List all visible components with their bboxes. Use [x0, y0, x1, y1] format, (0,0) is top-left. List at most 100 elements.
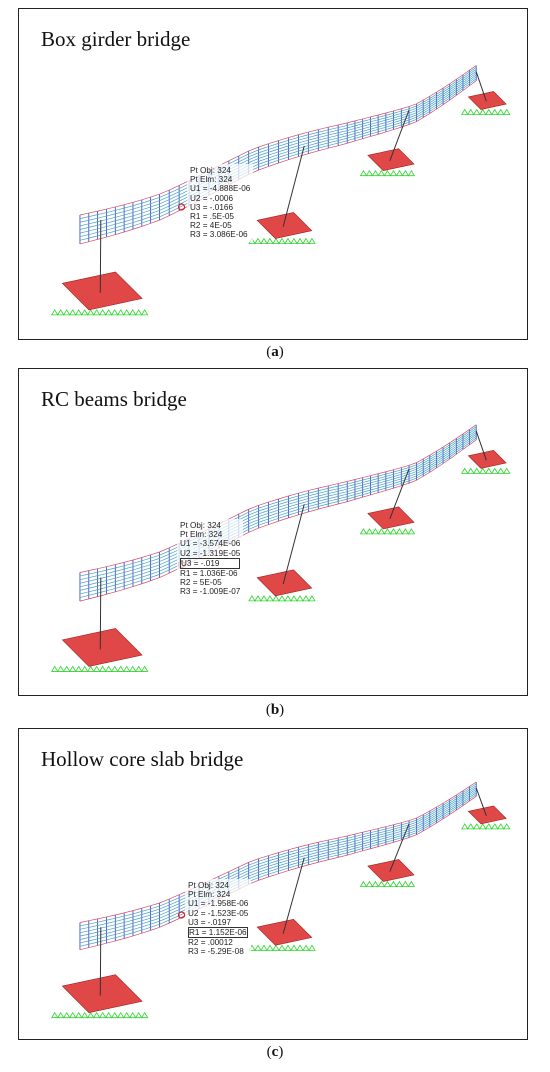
support-mark [389, 169, 398, 177]
readout-line: Pt Obj: 324 [190, 166, 231, 175]
support-mark [503, 823, 511, 830]
support-mark [407, 880, 416, 887]
mesh-line [79, 783, 477, 927]
support-mark [104, 309, 113, 316]
pier [389, 468, 410, 520]
support-mark [467, 823, 475, 830]
support-mark [128, 1011, 137, 1019]
support-mark [74, 1011, 83, 1019]
support-mark [407, 528, 416, 535]
support-icon [50, 665, 149, 672]
support-mark [290, 944, 298, 951]
mesh-line [79, 792, 477, 944]
mesh-line [79, 426, 477, 577]
support-mark [122, 665, 131, 672]
support-mark [467, 108, 475, 115]
readout-line: U1 = -1.958E-06 [188, 899, 249, 909]
support-mark [473, 108, 481, 115]
support-mark [272, 595, 280, 602]
support-mark [98, 309, 107, 316]
point-readout: Pt Obj: 324 Pt Elm: 324 U1 = -3.574E-06 … [177, 519, 244, 599]
pier [282, 504, 305, 585]
readout-line: U2 = -1.523E-05 [188, 908, 249, 918]
mesh-line [79, 785, 477, 930]
support-mark [92, 1011, 101, 1019]
support-mark [284, 944, 292, 951]
support-mark [98, 1011, 107, 1019]
pier [475, 430, 487, 461]
panel-rc-beams: RC beams bridge Pt Obj: 324 Pt Elm: 324 … [18, 368, 528, 696]
support-mark [302, 944, 310, 951]
support-mark [401, 880, 410, 887]
support-mark [92, 665, 101, 672]
support-mark [140, 309, 149, 316]
footing [256, 212, 313, 239]
readout-line: U2 = -1.319E-05 [180, 548, 241, 558]
point-readout: Pt Obj: 324 Pt Elm: 324 U1 = -1.958E-06 … [185, 879, 252, 959]
mesh-line [79, 67, 477, 219]
support-mark [74, 665, 83, 672]
support-mark [68, 1011, 77, 1019]
support-mark [377, 880, 386, 887]
support-mark [383, 880, 392, 887]
support-mark [296, 944, 304, 951]
support-mark [467, 467, 475, 474]
mesh-line [79, 424, 477, 573]
support-mark [395, 528, 404, 535]
support-mark [50, 1011, 59, 1019]
support-mark [395, 880, 404, 887]
readout-line: Pt Obj: 324 [188, 881, 229, 890]
support-mark [278, 237, 286, 244]
support-mark [503, 108, 511, 115]
support-mark [56, 1011, 65, 1019]
support-icon [461, 823, 511, 830]
readout-line: R3 = -5.29E-08 [188, 947, 244, 957]
support-mark [80, 309, 89, 316]
selected-point-marker [177, 911, 186, 919]
support-mark [284, 595, 292, 602]
support-mark [485, 467, 493, 474]
support-mark [68, 665, 77, 672]
support-mark [266, 237, 274, 244]
support-mark [302, 237, 310, 244]
footing [256, 569, 313, 597]
support-mark [260, 237, 268, 244]
footing [467, 805, 507, 825]
support-mark [365, 169, 374, 177]
footing [256, 918, 313, 946]
readout-line: R3 = 3.086E-06 [190, 230, 248, 240]
footing [367, 506, 415, 530]
caption-c: (c) [266, 1044, 284, 1060]
support-mark [359, 528, 368, 535]
mesh-line [79, 65, 477, 216]
support-mark [485, 823, 493, 830]
support-mark [110, 309, 119, 316]
support-mark [86, 309, 95, 316]
readout-line: U1 = -4.888E-06 [190, 184, 251, 194]
bridge-model-a [50, 65, 511, 316]
support-icon [50, 1011, 149, 1019]
support-mark [401, 169, 410, 177]
support-mark [296, 595, 304, 602]
support-icon [359, 880, 416, 887]
caption-b: (b) [265, 702, 285, 718]
mesh-line [79, 432, 477, 588]
mesh-line [79, 796, 477, 951]
support-mark [134, 309, 143, 316]
panel-box-girder: Box girder bridge Pt Obj: 324 Pt Elm: 32… [18, 8, 528, 340]
support-mark [278, 595, 286, 602]
mesh-line [79, 74, 477, 234]
readout-line: Pt Elm: 324 [188, 890, 231, 900]
mesh-line [79, 788, 477, 937]
support-mark [86, 665, 95, 672]
support-mark [497, 467, 505, 474]
support-mark [308, 944, 316, 951]
support-mark [308, 595, 316, 602]
support-mark [272, 944, 280, 951]
support-mark [365, 528, 374, 535]
readout-line: Pt Obj: 324 [180, 521, 221, 530]
support-mark [86, 1011, 95, 1019]
support-mark [389, 880, 398, 887]
mesh-line [79, 76, 477, 238]
support-mark [359, 880, 368, 887]
